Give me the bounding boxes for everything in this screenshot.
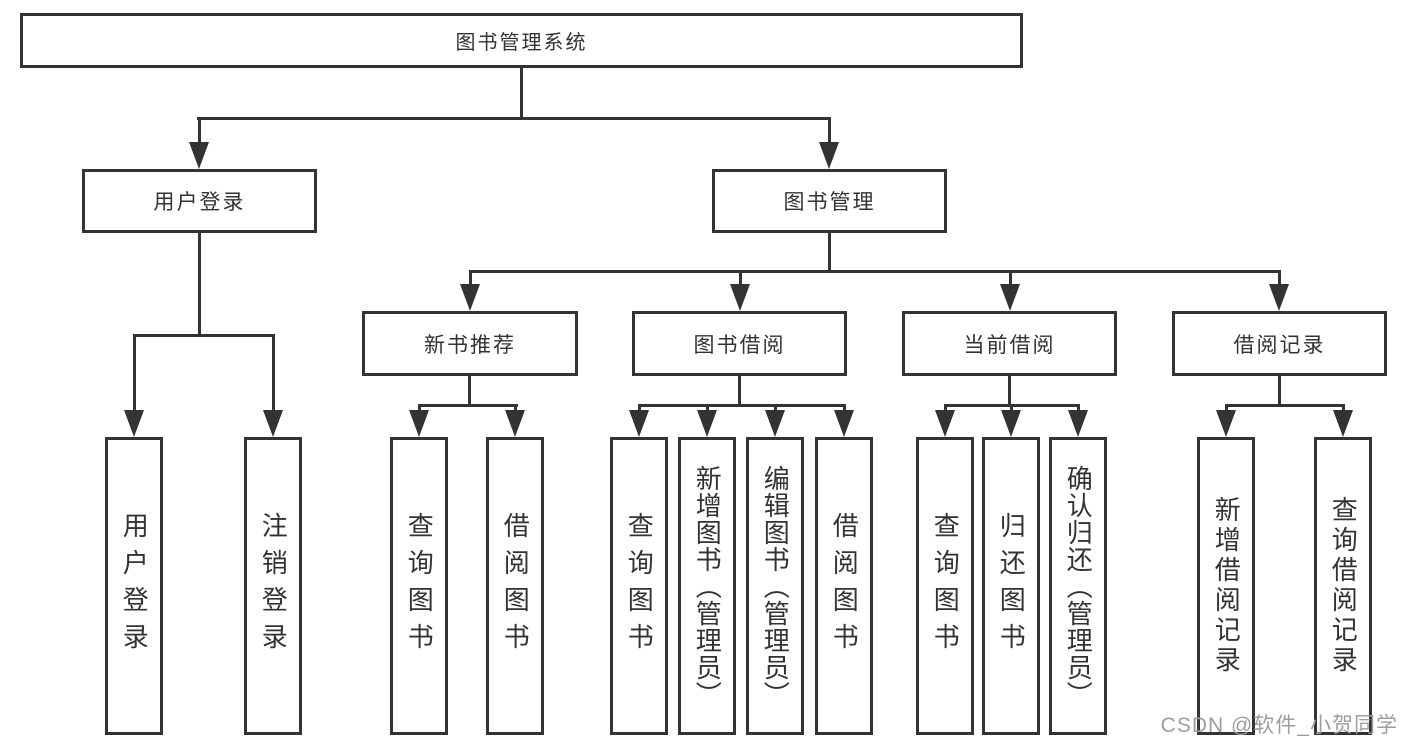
connector-line (469, 272, 472, 287)
connector-line (1342, 404, 1345, 414)
node-label: 新增借阅记录 (1211, 496, 1242, 676)
node-label: 图书管理 (783, 191, 876, 214)
node-label: 用户登录 (153, 191, 246, 214)
connector-line (1278, 375, 1281, 407)
arrow-down-icon (629, 410, 649, 437)
leaf-edit-books-admin: 编辑图书（管理员） (746, 437, 804, 735)
arrow-down-icon (765, 410, 785, 437)
arrow-down-icon (935, 410, 955, 437)
node-library-management-system: 图书管理系统 (20, 13, 1023, 68)
connector-line (944, 404, 947, 414)
connector-line (468, 375, 471, 407)
connector-line (198, 118, 201, 146)
connector-line (739, 272, 742, 287)
leaf-query-borrow-record: 查询借阅记录 (1314, 437, 1372, 735)
arrow-down-icon (189, 142, 209, 169)
connector-line (706, 404, 709, 414)
leaf-query-books-1: 查询图书 (390, 437, 448, 735)
leaf-add-borrow-record: 新增借阅记录 (1197, 437, 1255, 735)
node-label: 查询借阅记录 (1328, 496, 1359, 676)
connector-line (738, 375, 741, 407)
arrow-down-icon (409, 410, 429, 437)
arrow-down-icon (124, 410, 144, 437)
connector-line (1010, 404, 1013, 414)
node-label: 图书借阅 (693, 333, 786, 357)
arrow-down-icon (730, 284, 750, 311)
node-label: 注销登录 (258, 512, 289, 660)
connector-line (520, 67, 523, 119)
node-label: 当前借阅 (963, 333, 1056, 357)
node-label: 查询图书 (624, 512, 655, 660)
node-label: 借阅记录 (1233, 333, 1326, 357)
connector-line (1077, 404, 1080, 414)
node-label: 借阅图书 (500, 512, 531, 660)
node-label: 归还图书 (996, 512, 1027, 660)
node-label: 确认归还（管理员） (1063, 464, 1094, 708)
arrow-down-icon (505, 410, 525, 437)
connector-line (638, 404, 641, 414)
connector-line (198, 232, 201, 336)
arrow-down-icon (460, 284, 480, 311)
connector-line (828, 118, 831, 146)
arrow-down-icon (1216, 410, 1236, 437)
arrow-down-icon (819, 142, 839, 169)
connector-line (1225, 404, 1228, 414)
node-label: 图书管理系统 (455, 32, 588, 54)
connector-line (843, 404, 846, 414)
node-label: 新增图书（管理员） (692, 464, 723, 708)
leaf-confirm-return-admin: 确认归还（管理员） (1049, 437, 1107, 735)
leaf-logout: 注销登录 (244, 437, 302, 735)
node-new-book-recommendation: 新书推荐 (362, 311, 578, 376)
leaf-return-books: 归还图书 (982, 437, 1040, 735)
arrow-down-icon (697, 410, 717, 437)
node-label: 借阅图书 (829, 512, 860, 660)
node-label: 查询图书 (404, 512, 435, 660)
connector-line (514, 404, 517, 414)
connector-line (418, 404, 518, 407)
leaf-user-login: 用户登录 (105, 437, 163, 735)
connector-line (638, 404, 846, 407)
connector-line (774, 404, 777, 414)
arrow-down-icon (1000, 284, 1020, 311)
watermark: CSDN @软件_小贺同学 (1160, 714, 1398, 737)
arrow-down-icon (1333, 410, 1353, 437)
leaf-borrow-books-1: 借阅图书 (486, 437, 544, 735)
arrow-down-icon (1001, 410, 1021, 437)
node-label: 用户登录 (119, 512, 150, 660)
leaf-query-books-2: 查询图书 (610, 437, 668, 735)
node-book-management: 图书管理 (712, 169, 947, 233)
connector-line (828, 232, 831, 272)
node-current-borrowing: 当前借阅 (902, 311, 1117, 376)
arrow-down-icon (1068, 410, 1088, 437)
node-label: 编辑图书（管理员） (760, 464, 791, 708)
connector-line (133, 334, 275, 337)
node-book-borrowing: 图书借阅 (632, 311, 847, 376)
connector-line (418, 404, 421, 414)
connector-line (1009, 272, 1012, 287)
connector-line (1278, 272, 1281, 287)
leaf-add-books-admin: 新增图书（管理员） (678, 437, 736, 735)
connector-line (197, 117, 831, 120)
connector-line (1225, 404, 1345, 407)
leaf-borrow-books-2: 借阅图书 (815, 437, 873, 735)
connector-line (469, 270, 1281, 273)
connector-line (1008, 375, 1011, 407)
node-borrowing-records: 借阅记录 (1172, 311, 1387, 376)
node-label: 新书推荐 (424, 333, 516, 357)
connector-line (272, 336, 275, 412)
arrow-down-icon (1269, 284, 1289, 311)
arrow-down-icon (834, 410, 854, 437)
leaf-query-books-3: 查询图书 (916, 437, 974, 735)
arrow-down-icon (263, 410, 283, 437)
connector-line (133, 336, 136, 412)
node-user-login: 用户登录 (82, 169, 317, 233)
node-label: 查询图书 (930, 512, 961, 660)
